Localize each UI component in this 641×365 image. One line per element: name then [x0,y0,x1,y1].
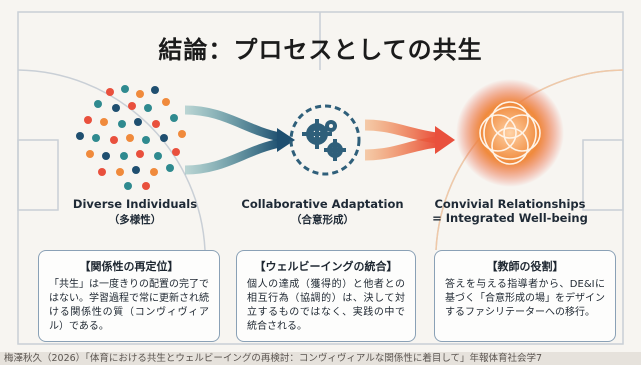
scattered-dots-icon [76,85,186,190]
court-lines [17,11,624,345]
slide: 結論：プロセスとしての共生 [0,0,641,352]
gears-icon [289,104,361,176]
stage-label-en: Convivial Relationships [434,197,586,211]
card-title: 【ウェルビーイングの統合】 [254,260,398,273]
flow-arrows-right [365,119,455,161]
card-title: 【関係性の再定位】 [79,260,179,273]
card-wellbeing: 【ウェルビーイングの統合】 個人の達成（獲得的）と他者との相互行為（協調的）は、… [236,250,416,342]
interlocking-rings-icon [456,79,564,187]
card-body: 「共生」は一度きりの配置の完了ではない。学習過程で常に更新され続ける関係性の質（… [49,279,209,332]
stage-label-subtitle: = Integrated Well-being [432,211,588,225]
citation: 梅澤秋久（2026）「体育における共生とウェルビーイングの再検討：コンヴィヴィア… [0,352,641,365]
stage-label-convivial: Convivial Relationships = Integrated Wel… [430,197,590,225]
page-title: 結論：プロセスとしての共生 [158,36,483,64]
stage-label-jp: （多様性） [108,214,162,226]
card-title: 【教師の役割】 [486,260,564,273]
stage-label-en: Diverse Individuals [72,197,198,211]
stage-label-collaborative: Collaborative Adaptation （合意形成） [240,197,405,227]
stage-label-jp: （合意形成） [291,214,354,226]
card-relationship: 【関係性の再定位】 「共生」は一度きりの配置の完了ではない。学習過程で常に更新さ… [38,250,220,342]
stage-label-en: Collaborative Adaptation [241,197,404,211]
flow-arrows-left [185,105,295,175]
card-body: 個人の達成（獲得的）と他者との相互行為（協調的）は、決して対立するものではなく、… [247,279,405,332]
card-teacher-role: 【教師の役割】 答えを与える指導者から、DE&Iに基づく「合意形成の場」をデザイ… [434,250,616,342]
card-body: 答えを与える指導者から、DE&Iに基づく「合意形成の場」をデザインするファシリテ… [445,279,605,318]
stage-label-diverse: Diverse Individuals （多様性） [60,197,210,227]
